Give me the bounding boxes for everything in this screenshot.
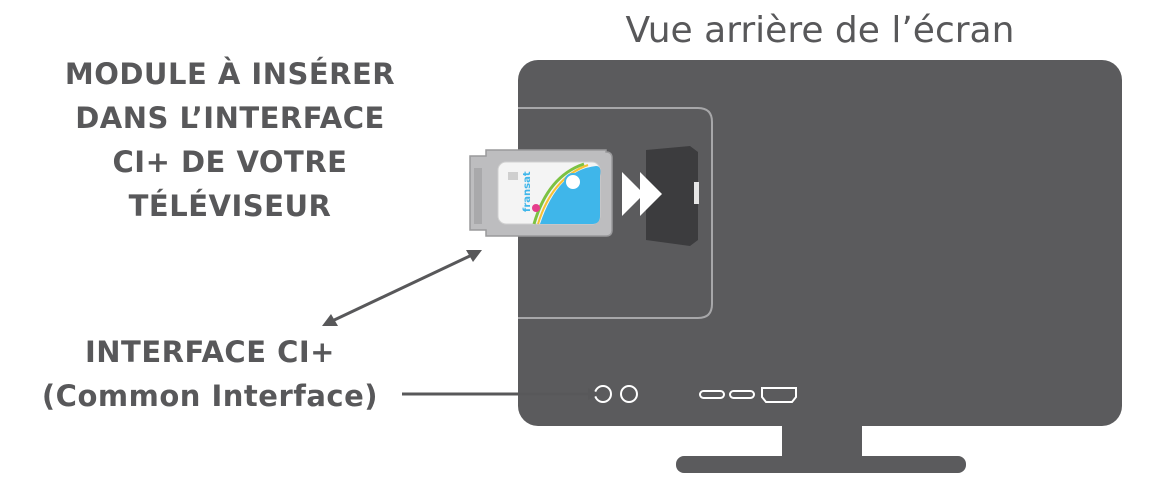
ci-pointer-arrow bbox=[402, 388, 600, 400]
diagonal-arrow-line bbox=[329, 252, 475, 324]
module-label: MODULE À INSÉRER DANS L’INTERFACE CI+ DE… bbox=[20, 52, 440, 228]
diagonal-arrow-head-top bbox=[466, 250, 482, 262]
module-label-line: CI+ DE VOTRE bbox=[112, 145, 348, 179]
ci-label-line: INTERFACE CI+ bbox=[85, 335, 335, 369]
ci-module: fransat bbox=[469, 149, 613, 237]
round-port bbox=[620, 385, 638, 403]
diagonal-pointer-arrow bbox=[322, 250, 482, 326]
ci-interface-label: INTERFACE CI+ (Common Interface) bbox=[20, 330, 400, 418]
ci-label-line: (Common Interface) bbox=[41, 379, 379, 413]
card-chip bbox=[508, 172, 518, 180]
ci-slot-detail bbox=[694, 182, 699, 204]
insert-arrow-1 bbox=[622, 172, 644, 216]
card-logo-circle bbox=[564, 173, 582, 191]
usb-port-1 bbox=[699, 390, 725, 399]
hdmi-port bbox=[761, 387, 797, 403]
module-label-line: DANS L’INTERFACE bbox=[75, 101, 385, 135]
diagram-title: Vue arrière de l’écran bbox=[625, 10, 1015, 51]
usb-port-2 bbox=[729, 390, 755, 399]
insert-arrow-2 bbox=[640, 172, 662, 216]
module-label-line: MODULE À INSÉRER bbox=[64, 57, 396, 91]
tv-stand-base bbox=[676, 456, 966, 473]
card-brand-text: fransat bbox=[522, 171, 533, 212]
module-label-line: TÉLÉVISEUR bbox=[128, 189, 332, 223]
ci-slot-receptacle bbox=[646, 146, 698, 246]
card-blue-swoosh bbox=[540, 166, 601, 224]
card-color-band bbox=[532, 162, 585, 225]
ci-pointer-head bbox=[588, 388, 600, 400]
tv-back-panel bbox=[518, 107, 713, 319]
card-color-band-2 bbox=[537, 164, 589, 225]
diagonal-arrow-head-bottom bbox=[322, 314, 338, 326]
card-pink-dot bbox=[532, 204, 540, 212]
tv-body bbox=[518, 60, 1122, 426]
ci-module-connector bbox=[474, 168, 482, 224]
